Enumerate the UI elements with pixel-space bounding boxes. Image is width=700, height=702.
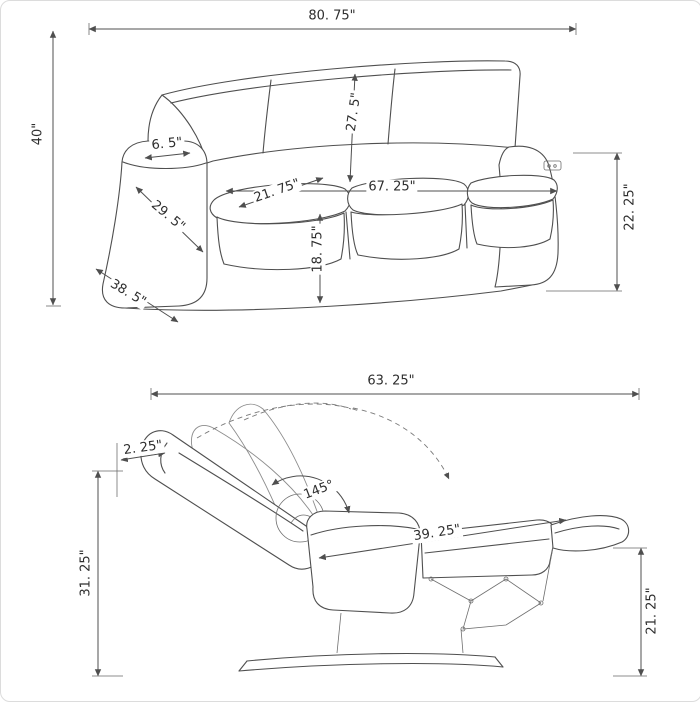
sofa-cushion-gap-left	[345, 211, 351, 260]
recline-motion-arrow	[352, 407, 450, 480]
recliner-footrest	[550, 515, 630, 552]
power-button-panel	[543, 160, 562, 171]
sofa-arm-height-label: 22. 25"	[622, 181, 638, 233]
sofa-overall-width-label: 80. 75"	[306, 8, 358, 24]
sofa-left-shoulder	[147, 94, 163, 142]
sofa-back	[161, 60, 521, 164]
recliner-backrest-seam	[178, 452, 304, 532]
recliner-footrest-height-label: 21. 25"	[644, 585, 660, 637]
sofa-overall-height-label: 40"	[30, 120, 46, 148]
recliner-base	[238, 652, 504, 672]
sofa-seat-width-label: 67. 25"	[366, 179, 418, 195]
sofa-bottom-edge	[124, 284, 533, 311]
recliner-mechanism	[336, 576, 544, 654]
sofa-back-seam-right	[387, 68, 396, 145]
sofa-cushion-gap-right	[464, 203, 468, 249]
recline-pivot-detail	[290, 514, 312, 524]
sofa-back-seam-left	[262, 79, 272, 154]
dim-sofa-arm-top-width	[144, 150, 191, 161]
sofa-left-arm-roll	[122, 161, 207, 170]
recliner-line-drawing	[116, 402, 630, 672]
recline-motion-arc-inner	[243, 402, 352, 421]
dim-recline-angle-arc	[271, 475, 351, 514]
power-button-left	[547, 164, 551, 168]
power-button-right	[553, 164, 557, 168]
recliner-length-label: 63. 25"	[365, 373, 417, 389]
sofa-line-drawing	[101, 60, 562, 311]
sofa-back-roll-line	[170, 69, 512, 104]
sofa-seat-height-label: 18. 75"	[310, 223, 326, 275]
recliner-backrest	[140, 430, 323, 570]
recliner-overall-height-label: 31. 25"	[78, 547, 94, 599]
dim-recliner-wall-clearance	[120, 450, 166, 463]
